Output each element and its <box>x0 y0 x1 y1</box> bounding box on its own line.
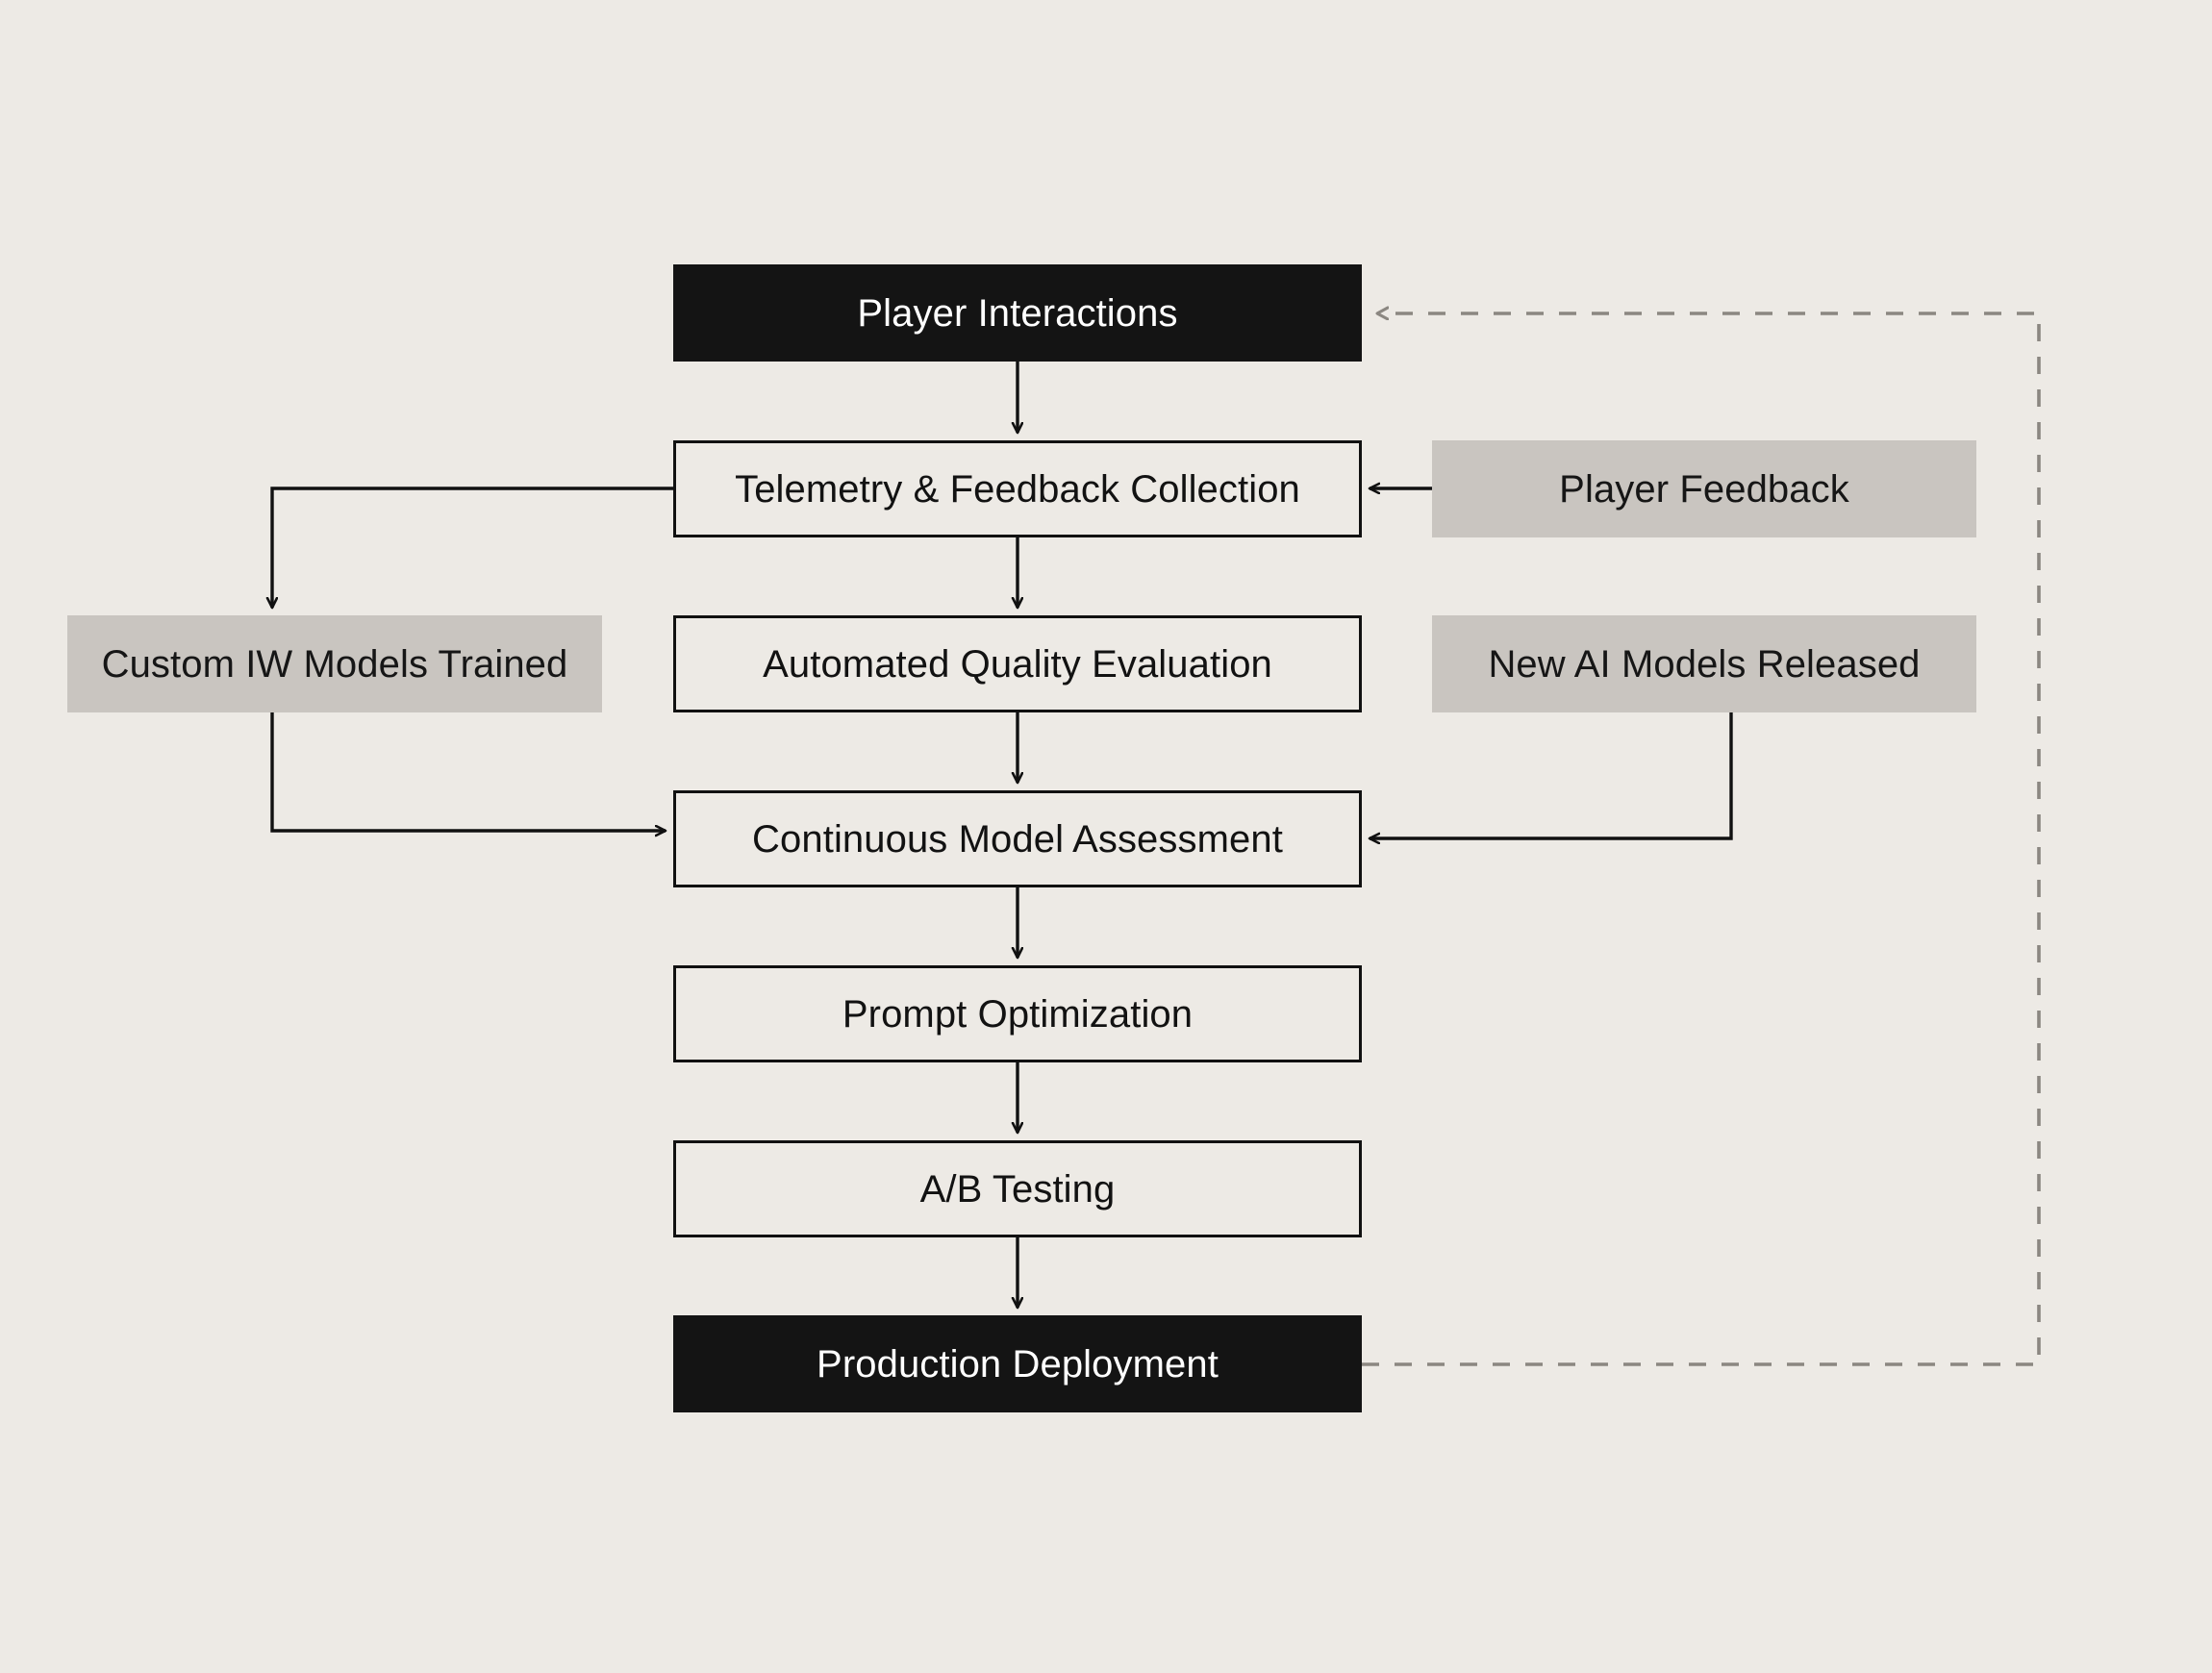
node-custom-iw-models-trained[interactable]: Custom IW Models Trained <box>67 615 602 712</box>
node-label: Telemetry & Feedback Collection <box>735 467 1300 511</box>
node-label: A/B Testing <box>919 1167 1116 1211</box>
node-label: Prompt Optimization <box>842 992 1194 1036</box>
node-production-deployment[interactable]: Production Deployment <box>673 1315 1362 1412</box>
node-label: New AI Models Released <box>1488 642 1921 686</box>
node-label: Player Feedback <box>1559 467 1849 511</box>
node-label: Production Deployment <box>817 1342 1219 1386</box>
node-label: Continuous Model Assessment <box>752 817 1283 861</box>
node-label: Custom IW Models Trained <box>101 642 568 686</box>
edge-custom-models-to-assessment <box>270 712 666 831</box>
node-continuous-model-assessment[interactable]: Continuous Model Assessment <box>673 790 1362 887</box>
node-player-feedback[interactable]: Player Feedback <box>1432 440 1976 537</box>
node-prompt-optimization[interactable]: Prompt Optimization <box>673 965 1362 1062</box>
node-label: Player Interactions <box>857 291 1178 335</box>
edge-telemetry-to-custom-models <box>272 487 673 608</box>
edge-new-models-to-assessment <box>1370 712 1733 838</box>
node-new-ai-models-released[interactable]: New AI Models Released <box>1432 615 1976 712</box>
node-automated-quality-evaluation[interactable]: Automated Quality Evaluation <box>673 615 1362 712</box>
node-label: Automated Quality Evaluation <box>763 642 1272 686</box>
node-player-interactions[interactable]: Player Interactions <box>673 264 1362 362</box>
node-ab-testing[interactable]: A/B Testing <box>673 1140 1362 1237</box>
node-telemetry-feedback-collection[interactable]: Telemetry & Feedback Collection <box>673 440 1362 537</box>
